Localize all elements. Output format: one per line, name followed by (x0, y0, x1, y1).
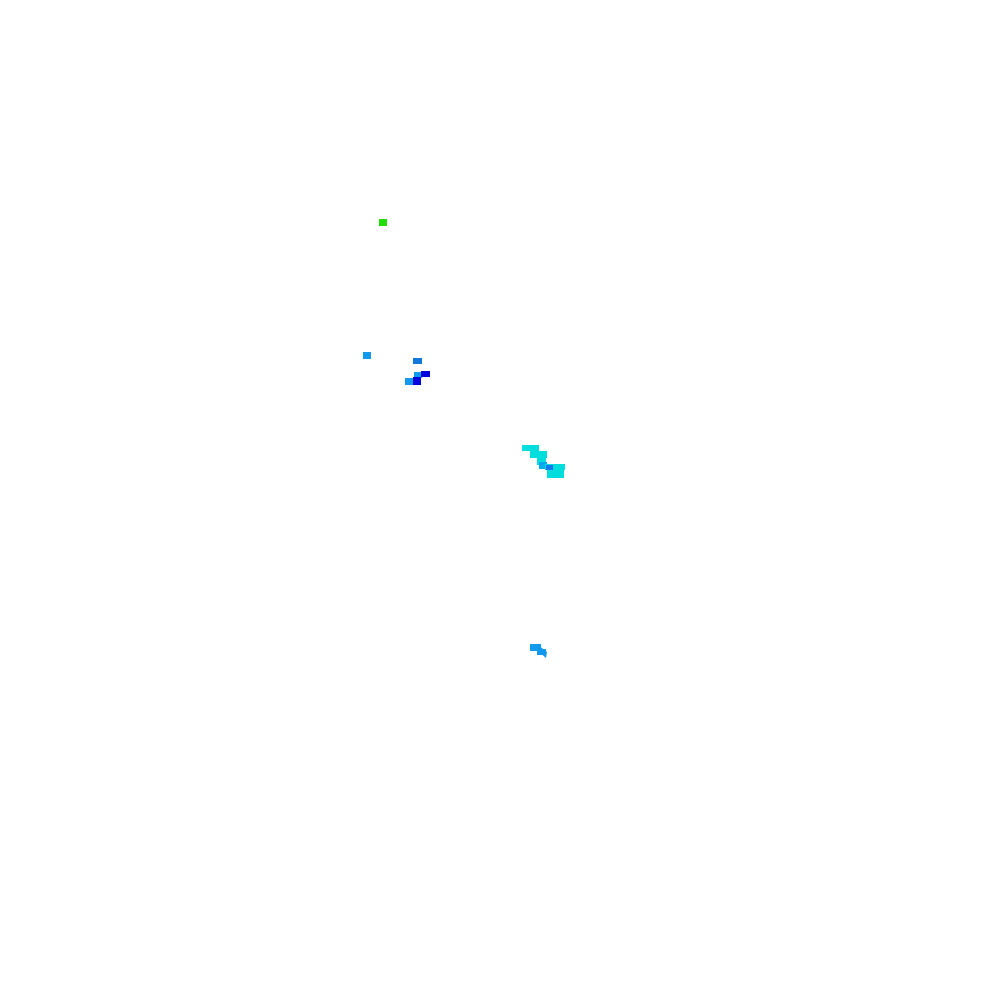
map-cell (413, 377, 421, 385)
cluster-cyan (522, 445, 565, 478)
map-cell (539, 462, 547, 469)
map-cell (379, 219, 387, 226)
map-cell (363, 352, 371, 359)
map-cell (530, 645, 547, 658)
map-cell (405, 378, 414, 385)
cluster-green (379, 219, 387, 226)
cluster-blue-lower (530, 644, 547, 658)
map-cell (545, 464, 565, 470)
map-cell (413, 358, 422, 364)
map-cell (414, 372, 422, 378)
map-cell (530, 451, 547, 458)
map-cell (421, 371, 430, 377)
map-cell (537, 458, 546, 465)
map-cell (546, 465, 553, 470)
cluster-blue-upper (363, 352, 430, 385)
map-cell (522, 445, 539, 451)
map-cell (547, 470, 564, 478)
